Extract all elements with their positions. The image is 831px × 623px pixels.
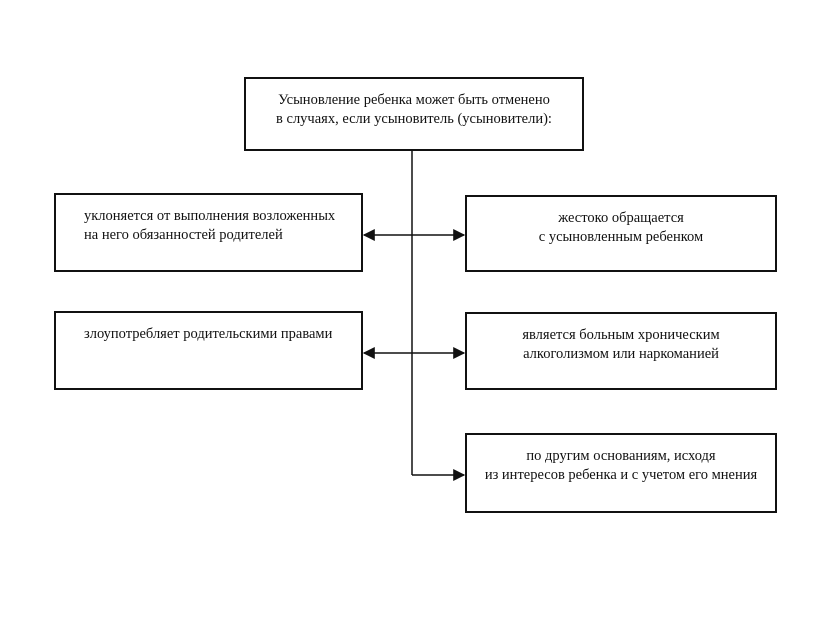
right-box-3: по другим основаниям, исходя из интересо… — [465, 433, 777, 513]
left-box-2: злоупотребляет родительскими правами — [54, 311, 363, 390]
root-box: Усыновление ребенка может быть отменено … — [244, 77, 584, 151]
right-box-3-text: по другим основаниям, исходя из интересо… — [484, 448, 758, 483]
left-box-2-text: злоупотребляет родительскими правами — [84, 326, 333, 342]
right-box-2-text: является больным хроническим алкоголизмо… — [522, 327, 720, 362]
left-box-1: уклоняется от выполнения возложенных на … — [54, 193, 363, 272]
right-box-1-text: жестоко обращается с усыновленным ребенк… — [538, 210, 704, 245]
right-box-2: является больным хроническим алкоголизмо… — [465, 312, 777, 390]
right-box-1: жестоко обращается с усыновленным ребенк… — [465, 195, 777, 272]
left-box-1-text: уклоняется от выполнения возложенных на … — [84, 208, 336, 243]
root-box-text: Усыновление ребенка может быть отменено … — [276, 92, 552, 127]
